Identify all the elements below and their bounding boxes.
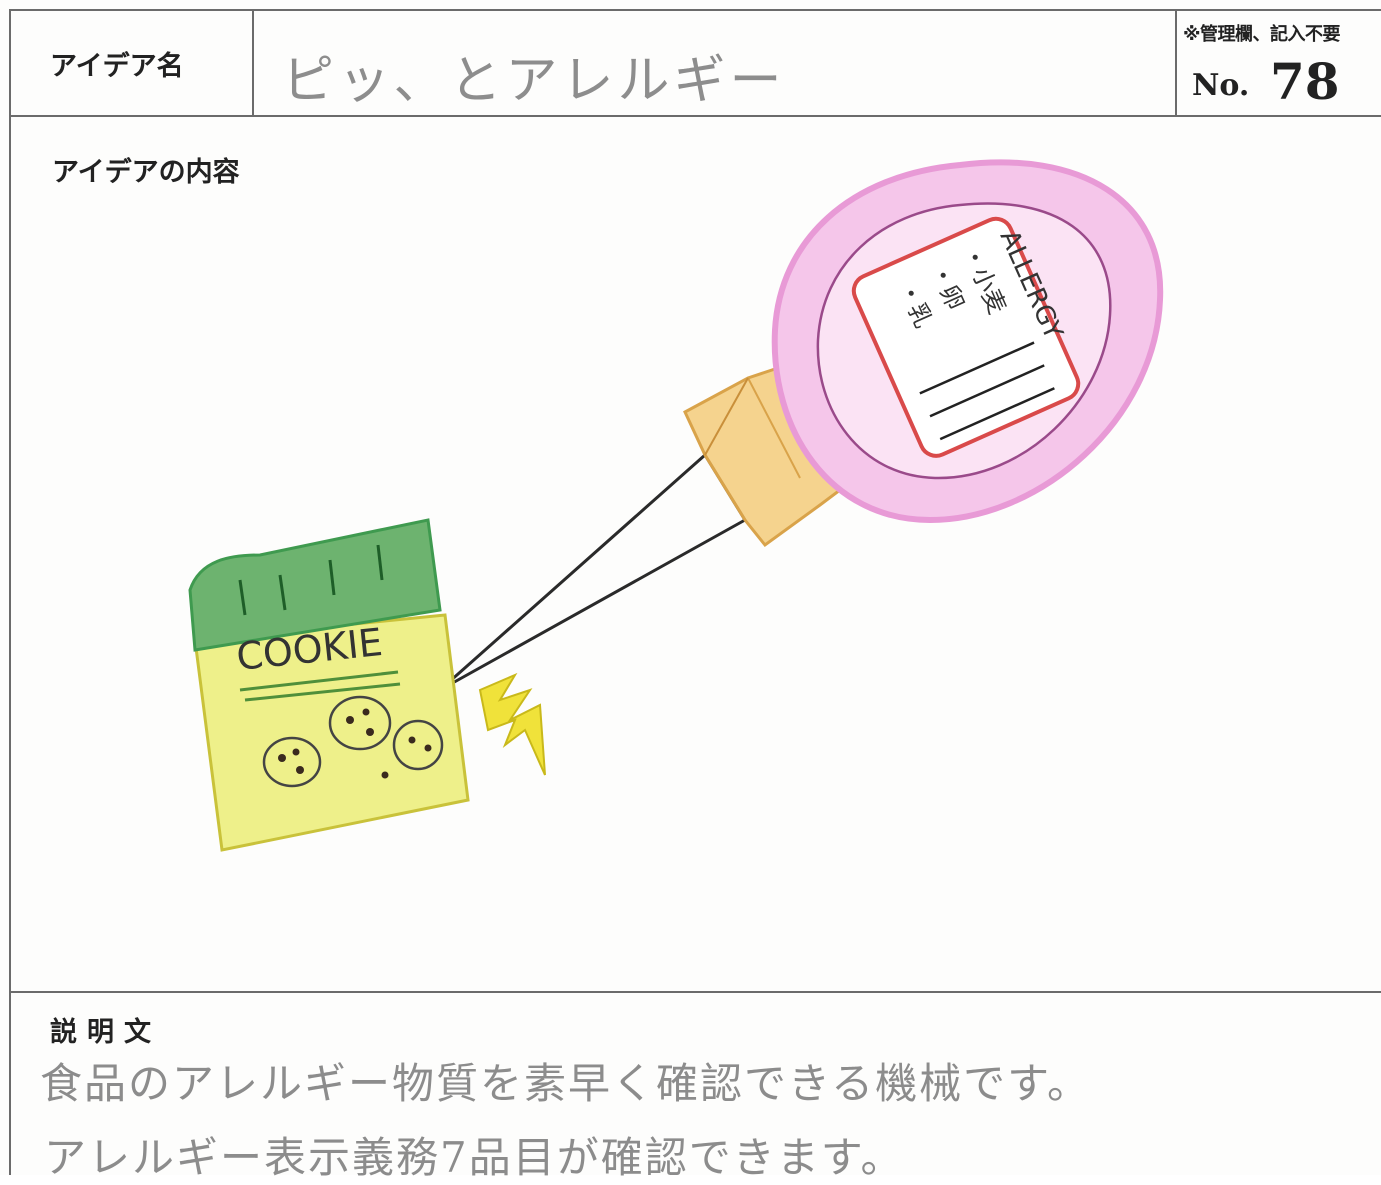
idea-name-label: アイデア名 — [50, 51, 184, 82]
number-prefix: No. — [1192, 68, 1250, 103]
description-line-2: アレルギー表示義務7品目が確認できます。 — [44, 1133, 905, 1182]
description-line-1: 食品のアレルギー物質を素早く確認できる機械です。 — [40, 1059, 1091, 1108]
spark-icon — [478, 672, 546, 776]
label-column-divider — [252, 9, 254, 115]
admin-column-divider — [1175, 9, 1177, 115]
description-label: 説明文 — [50, 1017, 161, 1048]
cookie-box — [188, 518, 470, 852]
header-divider — [9, 115, 1381, 117]
content-label: アイデアの内容 — [52, 157, 240, 188]
idea-name-value: ピッ、とアレルギー — [282, 51, 786, 111]
device-screen — [851, 216, 1081, 458]
number-value: 78 — [1270, 52, 1340, 111]
probe-needle — [438, 453, 747, 692]
admin-note: ※管理欄、記入不要 — [1183, 24, 1341, 45]
content-divider — [9, 991, 1381, 993]
sheet-frame — [9, 9, 1381, 1175]
device-handle — [683, 366, 863, 548]
